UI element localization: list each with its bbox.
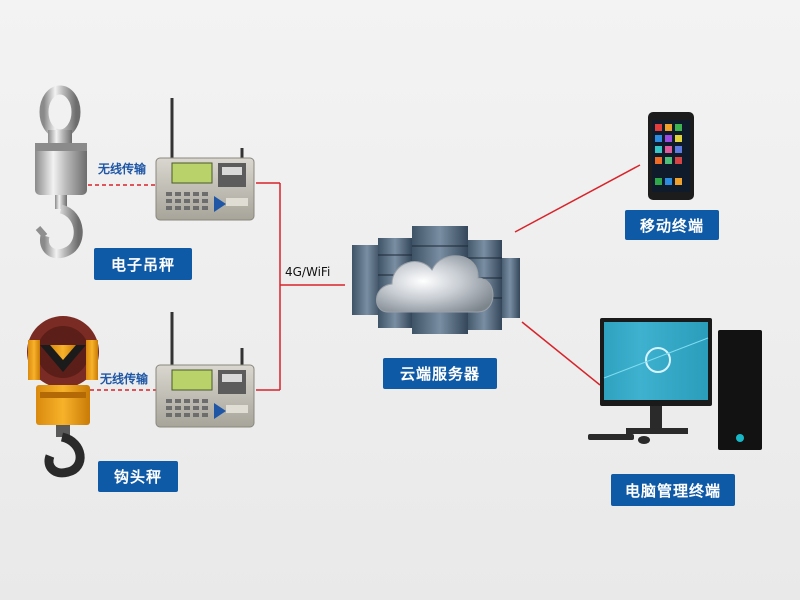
network-label: 4G/WiFi [285,265,331,279]
mobile-phone-image [648,112,694,200]
hook-scale-image [27,316,99,478]
wireless-dashed-lines [88,184,158,391]
crane-scale-label: 电子吊秤 [94,248,192,280]
console-bottom-image [155,312,255,428]
cloud-server-image [352,226,520,334]
connection-lines [256,164,641,391]
pc-terminal-label: 电脑管理终端 [611,474,735,506]
wireless-label-top: 无线传输 [98,162,147,176]
cloud-server-label: 云端服务器 [383,358,497,389]
console-top-image [155,98,255,221]
crane-scale-image [35,85,87,259]
wireless-label-bottom: 无线传输 [100,372,149,386]
mobile-terminal-label: 移动终端 [625,210,719,240]
pc-terminal-image [588,318,762,450]
hook-scale-label: 钩头秤 [98,461,178,492]
